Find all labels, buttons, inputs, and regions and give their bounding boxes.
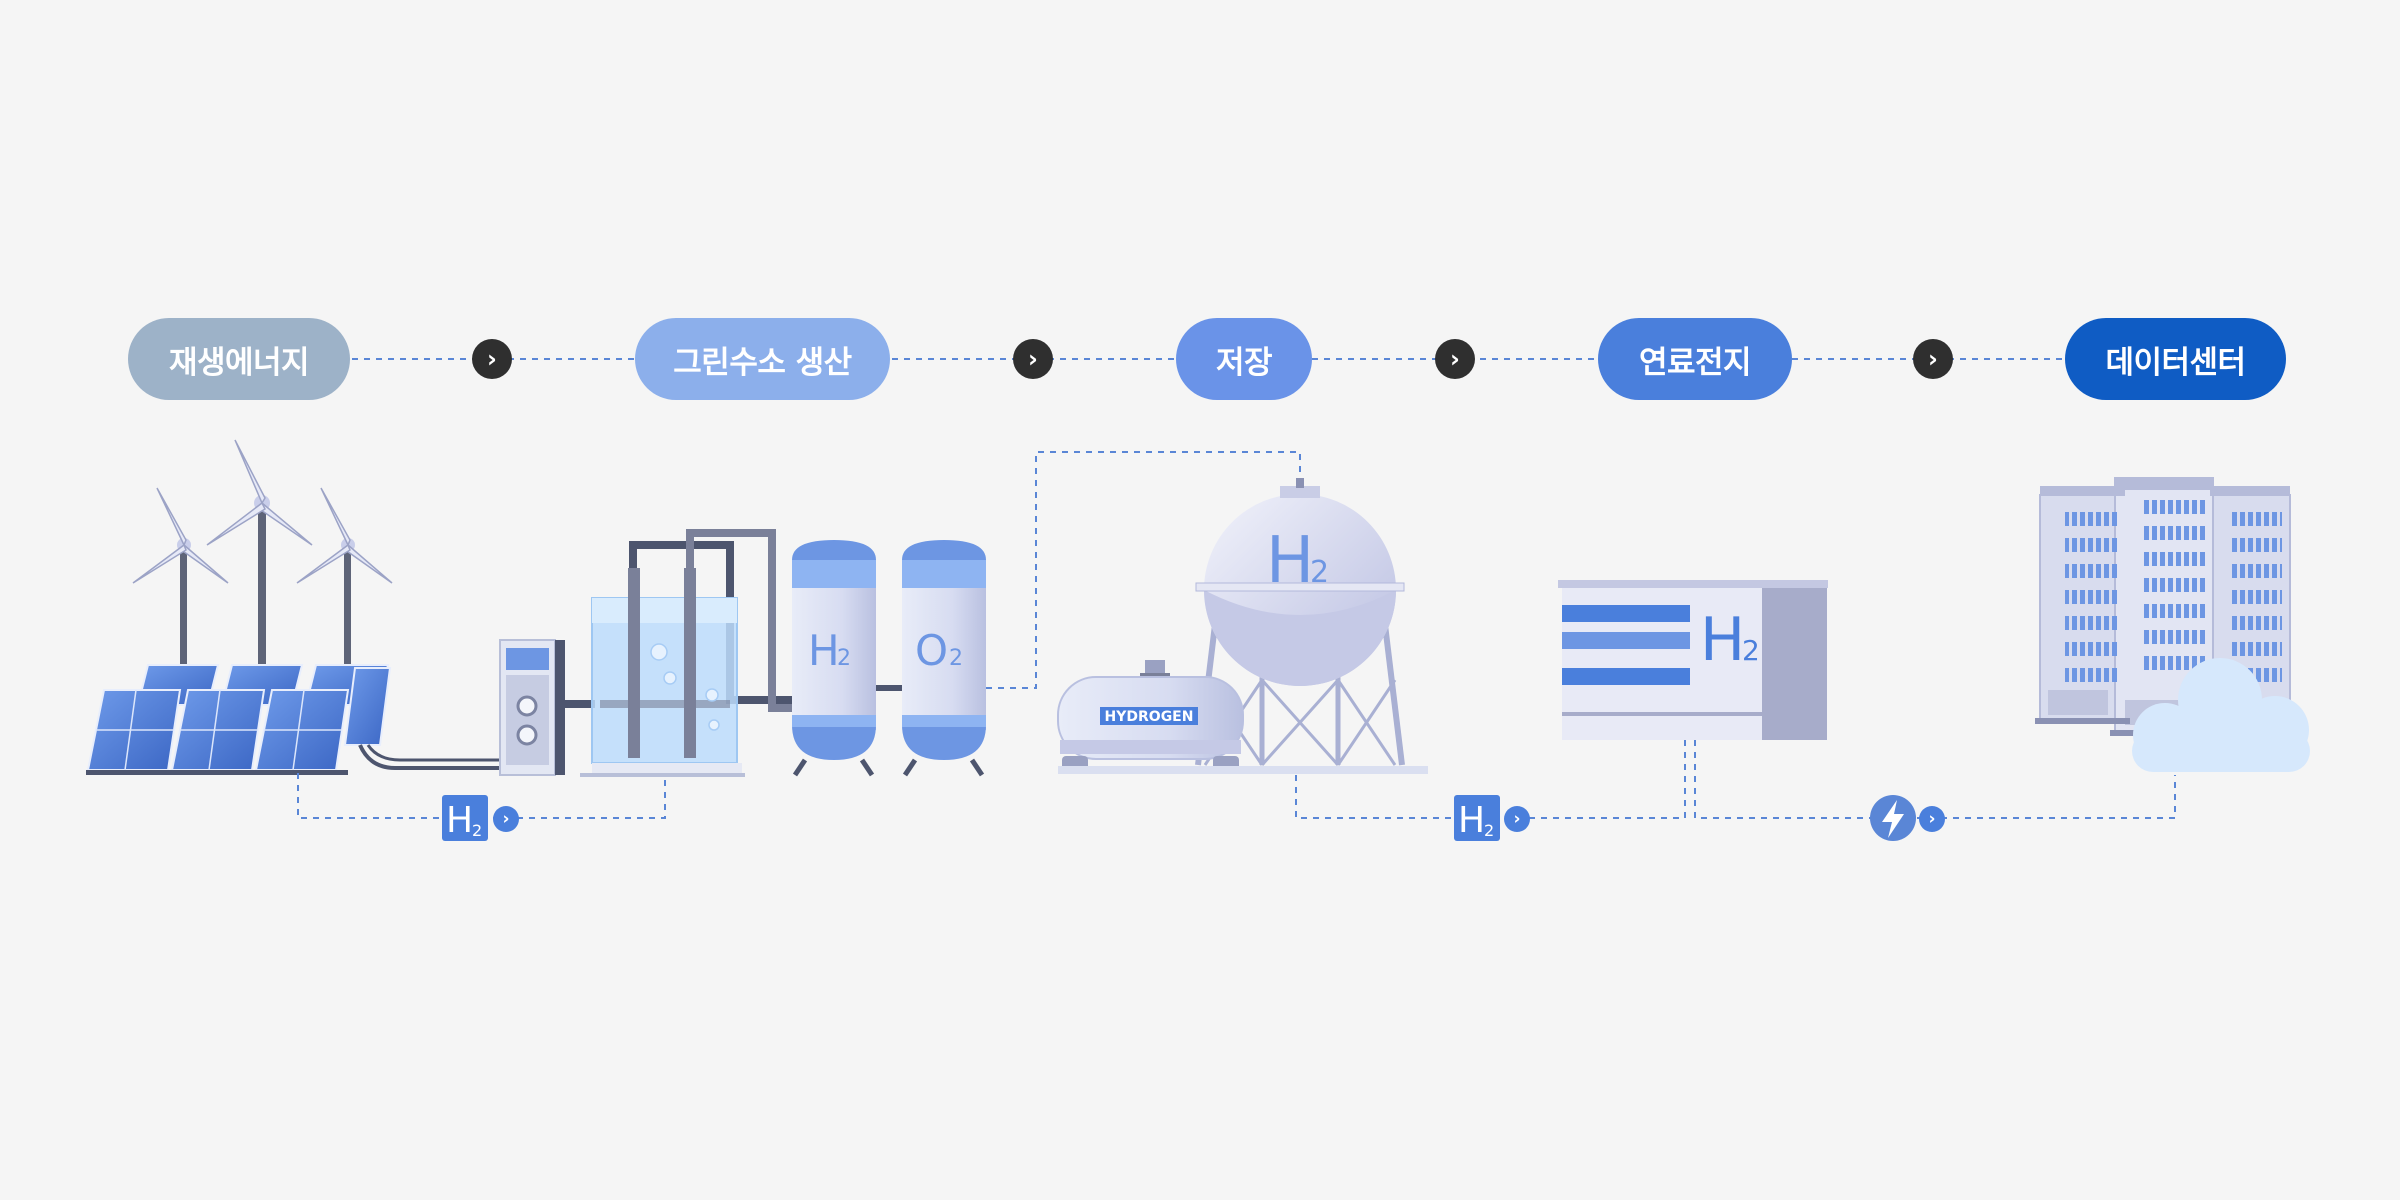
step-label: 저장 bbox=[1215, 344, 1273, 381]
o2-cylinder-label: O bbox=[915, 626, 948, 675]
hydrogen-cylinder-icon: H 2 bbox=[792, 540, 876, 777]
h2-badge-2: H 2 bbox=[1454, 795, 1500, 841]
dashed-route-storage bbox=[1295, 740, 1686, 819]
chevron-right-icon: › bbox=[1919, 806, 1945, 832]
chevron-right-icon: › bbox=[493, 806, 519, 832]
h2-cylinder-label: H bbox=[808, 626, 840, 675]
cloud-icon bbox=[2132, 658, 2310, 772]
electrolyzer-tank-icon bbox=[499, 529, 795, 777]
chevron-right-icon: › bbox=[1013, 339, 1053, 379]
server-rack-cloud-icon bbox=[2035, 477, 2310, 772]
svg-text:H: H bbox=[446, 800, 473, 841]
wind-turbine-left bbox=[132, 487, 229, 675]
svg-text:2: 2 bbox=[837, 646, 851, 671]
svg-text:2: 2 bbox=[949, 646, 963, 671]
step-renewable-energy: 재생에너지 bbox=[128, 318, 350, 400]
power-cable bbox=[358, 744, 505, 770]
step-label: 그린수소 생산 bbox=[673, 344, 852, 381]
step-green-hydrogen: 그린수소 생산 bbox=[635, 318, 890, 400]
step-fuel-cell: 연료전지 bbox=[1598, 318, 1792, 400]
lightning-badge-icon bbox=[1870, 795, 1916, 841]
wind-turbine-and-solar-panel-icon bbox=[86, 439, 505, 775]
svg-text:H: H bbox=[1458, 800, 1485, 841]
chevron-right-icon: › bbox=[472, 339, 512, 379]
tank-hydrogen-label: HYDROGEN bbox=[1105, 709, 1194, 725]
fuel-cell-unit-icon: H 2 bbox=[1558, 580, 1828, 740]
oxygen-cylinder-icon: O 2 bbox=[902, 540, 986, 777]
wind-turbine-right bbox=[296, 487, 393, 675]
step-storage: 저장 bbox=[1176, 318, 1312, 400]
svg-text:2: 2 bbox=[472, 821, 482, 840]
sphere-h2-label: H bbox=[1266, 524, 1314, 598]
chevron-right-icon: › bbox=[1435, 339, 1475, 379]
svg-text:2: 2 bbox=[1742, 634, 1760, 667]
chevron-right-icon: › bbox=[1504, 806, 1530, 832]
step-label: 재생에너지 bbox=[168, 344, 310, 381]
hydrogen-tank-trailer-icon: HYDROGEN bbox=[1057, 660, 1428, 774]
svg-text:2: 2 bbox=[1484, 821, 1494, 840]
wind-turbine-center bbox=[206, 439, 313, 678]
solar-panels-front bbox=[86, 667, 392, 775]
step-label: 연료전지 bbox=[1638, 344, 1752, 381]
step-data-center: 데이터센터 bbox=[2065, 318, 2286, 400]
chevron-right-icon: › bbox=[1913, 339, 1953, 379]
h2-badge-1: H 2 bbox=[442, 795, 488, 841]
fuel-cell-h2-label: H bbox=[1700, 605, 1745, 675]
step-label: 데이터센터 bbox=[2105, 344, 2246, 381]
svg-text:2: 2 bbox=[1310, 555, 1329, 590]
